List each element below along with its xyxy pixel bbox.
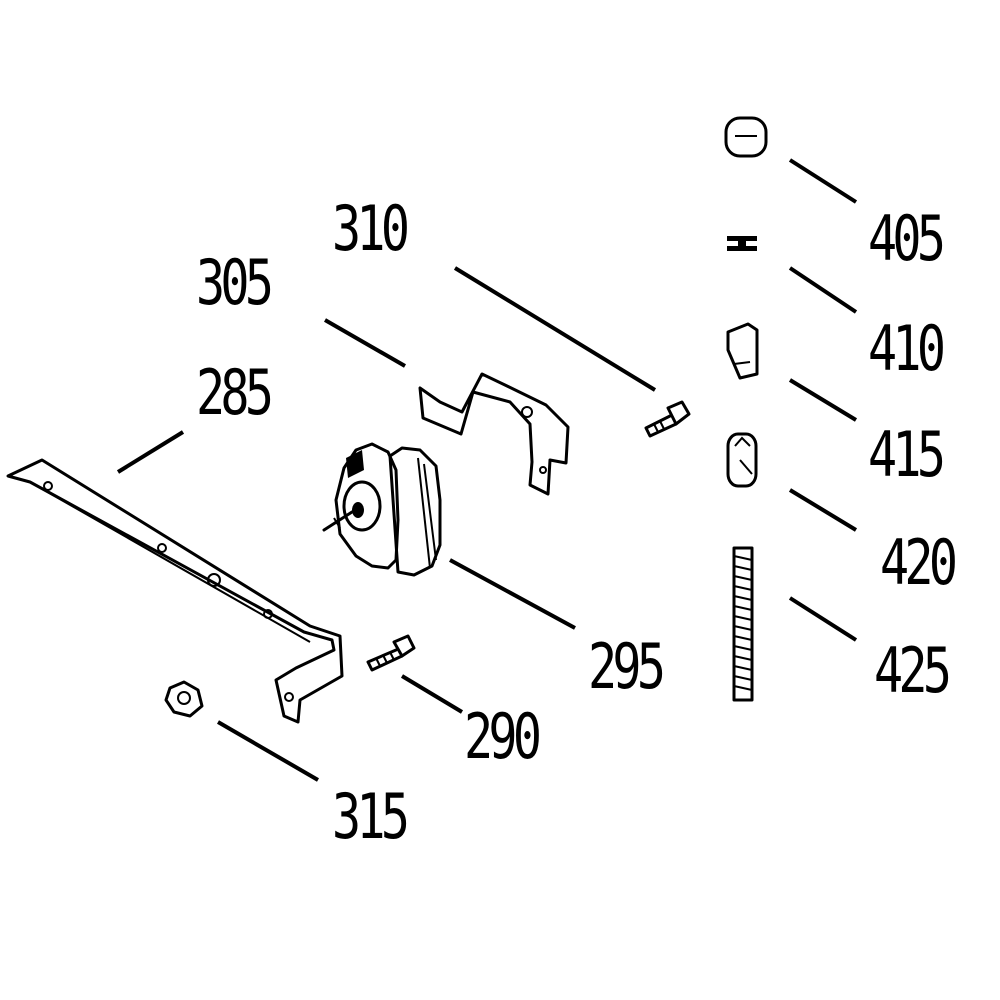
part-310-screw — [644, 400, 691, 438]
callout-285: 285 — [196, 356, 274, 429]
leader-285 — [116, 430, 185, 474]
part-405-cap — [724, 116, 768, 158]
leader-410 — [788, 266, 858, 314]
callout-405: 405 — [868, 202, 946, 275]
callout-315: 315 — [332, 780, 410, 853]
leader-290 — [400, 674, 464, 714]
callout-420: 420 — [880, 526, 958, 599]
leader-420 — [788, 488, 858, 532]
leader-415 — [788, 378, 858, 422]
leader-295 — [449, 558, 576, 630]
part-305-bracket — [418, 372, 570, 496]
part-285-long-bracket — [6, 458, 344, 724]
leader-405 — [788, 158, 858, 204]
callout-295: 295 — [588, 630, 666, 703]
callout-290: 290 — [464, 700, 542, 773]
callout-410: 410 — [868, 312, 946, 385]
part-415-bushing — [726, 322, 759, 380]
part-425-threaded-rod — [732, 546, 754, 702]
callout-305: 305 — [196, 246, 274, 319]
leader-305 — [324, 318, 406, 368]
part-410-clip — [727, 236, 757, 251]
callout-310: 310 — [332, 192, 410, 265]
leader-310 — [453, 266, 657, 392]
callout-425: 425 — [874, 634, 952, 707]
callout-415: 415 — [868, 418, 946, 491]
part-420-grommet — [726, 432, 758, 488]
part-290-screw — [366, 634, 416, 672]
leader-315 — [216, 720, 320, 782]
leader-425 — [788, 596, 858, 642]
part-295-fan-motor — [322, 442, 442, 577]
part-315-hex-nut — [164, 680, 204, 718]
